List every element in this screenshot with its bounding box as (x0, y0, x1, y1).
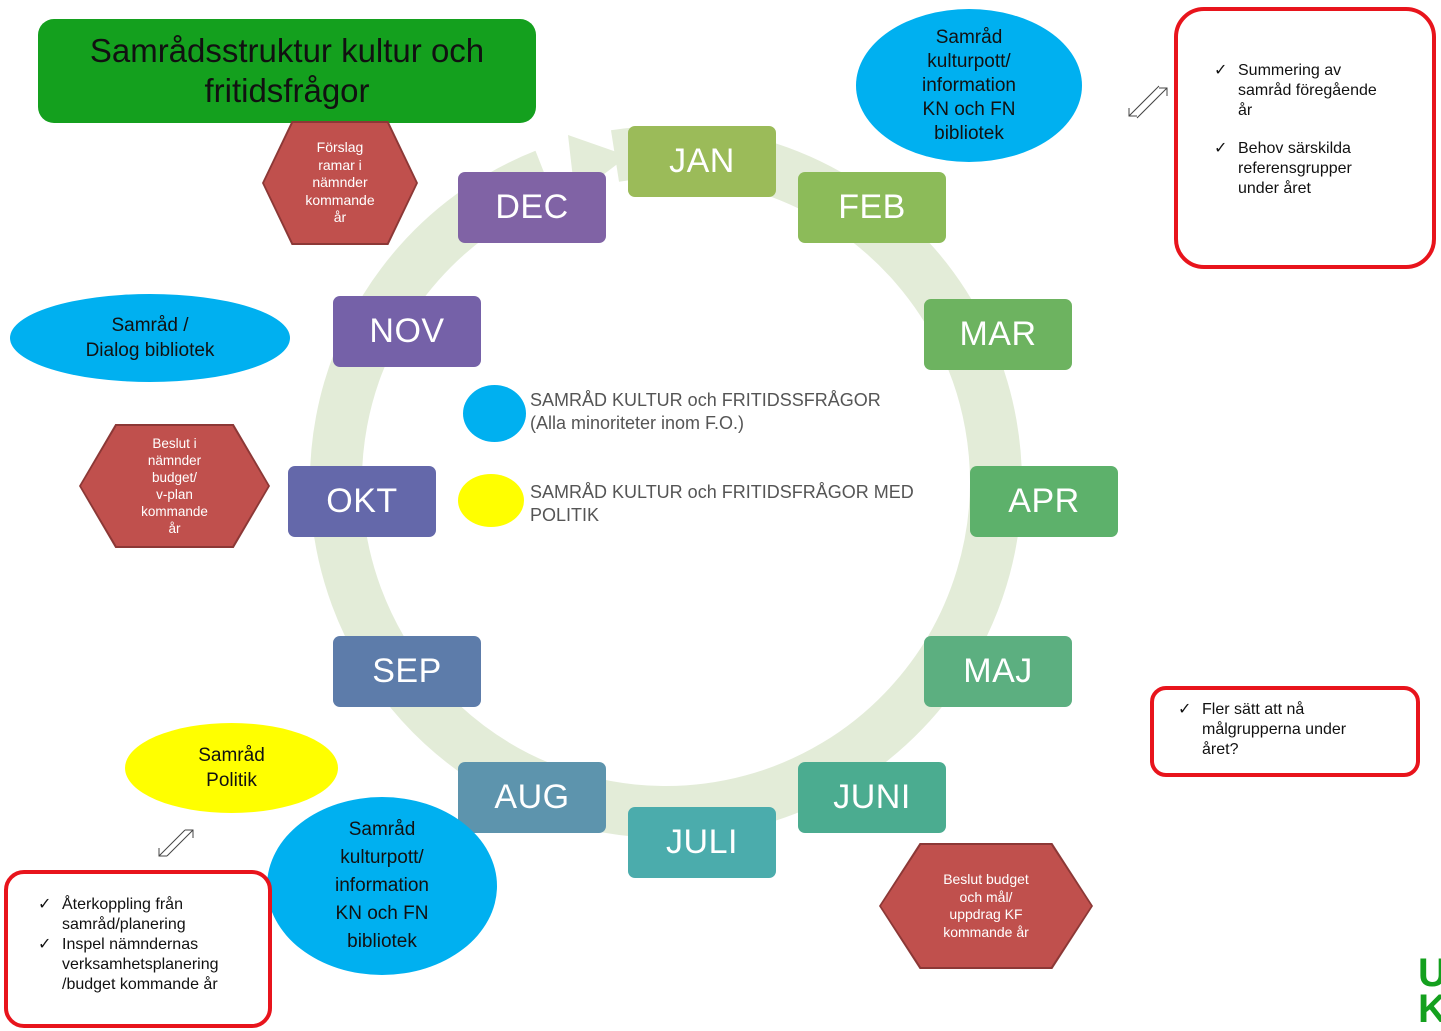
month-aug: AUG (458, 762, 606, 833)
checklist-item: ✓ Inspel nämndernas verksamhetsplanering… (38, 936, 219, 993)
month-mar: MAR (924, 299, 1072, 370)
month-apr: APR (970, 466, 1118, 537)
month-dec: DEC (458, 172, 606, 243)
month-jan: JAN (628, 126, 776, 197)
month-juli: JULI (628, 807, 776, 878)
checkmark-icon: ✓ (38, 936, 52, 953)
legend-yellow-dot (458, 474, 524, 527)
aterkoppling-box: ✓ Återkoppling från samråd/planering ✓ I… (4, 870, 272, 1028)
samrad-kulturpott-ellipse-top: Samråd kulturpott/ information KN och FN… (856, 9, 1082, 162)
checklist-item: ✓ Fler sätt att nå målgrupperna under år… (1178, 701, 1347, 758)
logo: U K (1418, 955, 1441, 1031)
month-juni: JUNI (798, 762, 946, 833)
title-line: Samrådsstruktur kultur och (89, 32, 485, 69)
double-arrow-icon (158, 829, 194, 857)
beslut-namnder-hexagon: Beslut i nämnder budget/ v-plan kommande… (79, 424, 270, 548)
checkmark-icon: ✓ (38, 896, 52, 913)
page-title: Samrådsstruktur kultur och fritidsfrågor (38, 19, 536, 123)
month-nov: NOV (333, 296, 481, 367)
forslag-ramar-hexagon: Förslag ramar i nämnder kommande år (262, 121, 418, 245)
samrad-politik-ellipse: Samråd Politik (125, 723, 338, 813)
title-line: fritidsfrågor (204, 72, 370, 109)
checklist-item: ✓ Behov särskilda referensgrupper under … (1214, 140, 1352, 197)
samrad-dialog-bibliotek-ellipse: Samråd / Dialog bibliotek (10, 294, 290, 382)
month-maj: MAJ (924, 636, 1072, 707)
samrad-kulturpott-ellipse-bottom: Samråd kulturpott/ information KN och FN… (267, 797, 497, 975)
month-sep: SEP (333, 636, 481, 707)
beslut-budget-hexagon: Beslut budget och mål/ uppdrag KF komman… (879, 843, 1093, 969)
fler-satt-box: ✓ Fler sätt att nå målgrupperna under år… (1150, 686, 1420, 777)
double-arrow-icon (1128, 85, 1168, 119)
checkmark-icon: ✓ (1178, 701, 1192, 718)
legend-blue-text: SAMRÅD KULTUR och FRITIDSSFRÅGOR (Alla m… (530, 390, 881, 433)
month-feb: FEB (798, 172, 946, 243)
checklist-item: ✓ Återkoppling från samråd/planering (38, 896, 186, 933)
month-okt: OKT (288, 466, 436, 537)
summering-box: ✓ Summering av samråd föregående år ✓ Be… (1174, 7, 1436, 269)
checkmark-icon: ✓ (1214, 62, 1228, 79)
legend-yellow-text: SAMRÅD KULTUR och FRITIDSFRÅGOR MED POLI… (530, 482, 914, 525)
checklist-item: ✓ Summering av samråd föregående år (1214, 62, 1377, 119)
legend-blue-dot (463, 385, 526, 442)
checkmark-icon: ✓ (1214, 140, 1228, 157)
